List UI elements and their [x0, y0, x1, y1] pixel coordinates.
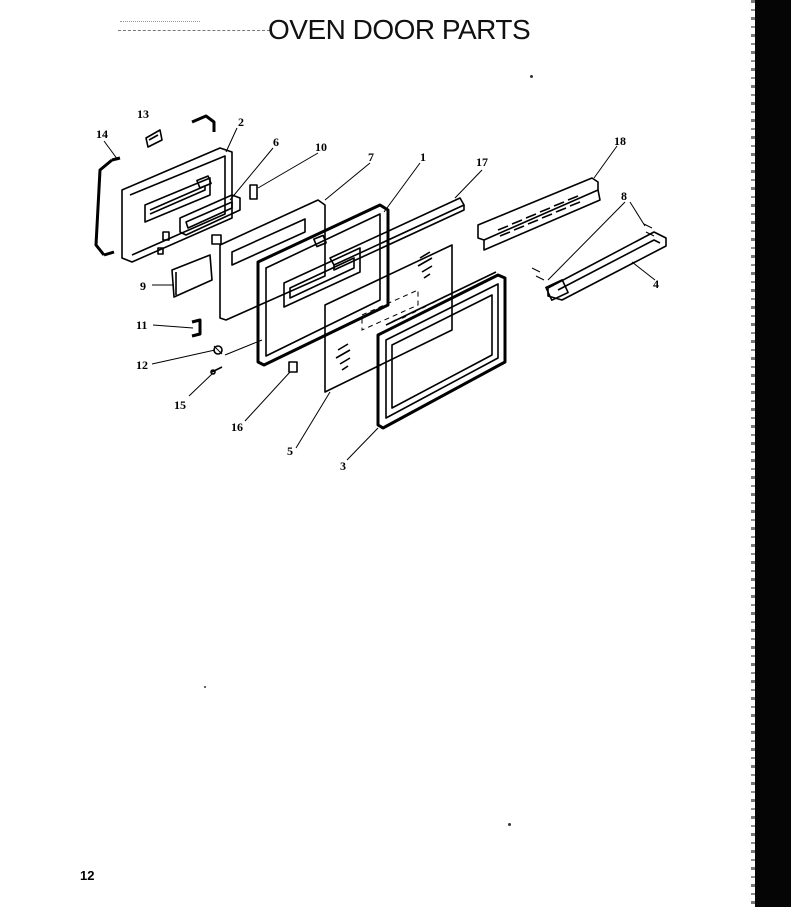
callout-5: 5 [287, 444, 293, 458]
callout-7: 7 [368, 150, 374, 164]
callout-11: 11 [136, 318, 147, 332]
scan-speck [508, 823, 511, 826]
scan-speck [204, 686, 206, 688]
callout-16: 16 [231, 420, 243, 434]
callout-15: 15 [174, 398, 186, 412]
part-18-vent-panel [477, 177, 601, 251]
callout-4: 4 [653, 277, 659, 291]
title-leader-line [118, 30, 270, 31]
part-4-handle [545, 231, 667, 301]
callout-1: 1 [420, 150, 426, 164]
part-8-end-caps [531, 223, 655, 281]
assembly-line [224, 339, 263, 356]
page-number: 12 [80, 868, 95, 883]
part-9-hinge-bracket [171, 254, 213, 298]
part-7-inner-panel [219, 199, 326, 321]
leader-lines [103, 127, 656, 461]
scan-edge-texture [751, 0, 757, 907]
scan-speck [530, 75, 533, 78]
part-13-clip [145, 129, 163, 148]
scan-edge-shadow [755, 0, 791, 907]
callout-6: 6 [273, 135, 279, 149]
callout-18: 18 [614, 134, 626, 148]
part-16-block [288, 361, 298, 373]
callout-13: 13 [137, 107, 149, 121]
callout-17: 17 [476, 155, 488, 169]
callout-8: 8 [621, 189, 627, 203]
part-17-top-channel [329, 197, 465, 271]
callout-14: 14 [96, 127, 108, 141]
title-leader-dots [120, 21, 200, 22]
part-12-screw [213, 345, 223, 355]
callout-2: 2 [238, 115, 244, 129]
callout-12: 12 [136, 358, 148, 372]
part-2-control-panel [121, 147, 233, 263]
callout-3: 3 [340, 459, 346, 473]
callout-9: 9 [140, 279, 146, 293]
part-10-bracket [249, 184, 258, 200]
callout-10: 10 [315, 140, 327, 154]
part-3-outer-door [376, 271, 507, 430]
part-14-trim [94, 156, 121, 257]
part-1-door-liner [256, 203, 390, 367]
small-square-tab [211, 234, 222, 245]
part-6-window-insert [179, 194, 241, 236]
part-15-washer [210, 366, 223, 375]
part-5-glass-panel [324, 244, 453, 393]
page-title: OVEN DOOR PARTS [268, 14, 531, 45]
hook-bracket [191, 114, 216, 132]
part-11-hinge-pin [191, 318, 202, 338]
